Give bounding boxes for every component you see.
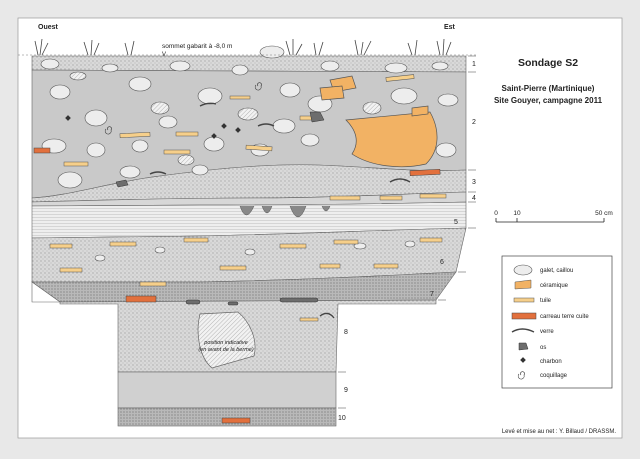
vegetation-tufts: [34, 38, 452, 56]
scale-bar: 0 10 50 cm: [494, 210, 613, 223]
layer-number-7: 7: [430, 291, 434, 298]
legend: galet, caillou céramique tuile carreau t…: [501, 255, 613, 389]
legend-frame: [501, 255, 613, 389]
page-title: Sondage S2: [518, 57, 578, 69]
layer-number-10: 10: [338, 415, 346, 422]
scale-label-end: 50 cm: [595, 210, 613, 217]
layer-number-6: 6: [440, 259, 444, 266]
charbon-fragments: [65, 115, 241, 139]
layer-9: [117, 371, 337, 409]
step-left: [31, 281, 61, 303]
layer-number-1: 1: [472, 61, 476, 68]
west-label: Ouest: [38, 24, 59, 31]
legend-label-os: os: [540, 345, 546, 351]
layer-number-4: 4: [472, 195, 476, 202]
datum-marker: V: [162, 52, 166, 58]
layer-5-drips: [239, 205, 331, 218]
position-note-line-2: (en avant de la berme): [198, 347, 254, 353]
tuile-fragments: [49, 74, 447, 322]
legend-swatch-coquillage: [517, 371, 525, 380]
pebbles: [40, 45, 459, 262]
os-fragments: [115, 111, 325, 306]
legend-swatch-verre: [511, 328, 535, 333]
datum-label: sommet gabarit à -8,0 m: [162, 43, 232, 50]
layer-number-3: 3: [472, 179, 476, 186]
layer-number-8: 8: [344, 329, 348, 336]
layer-10: [117, 407, 337, 427]
legend-swatch-tuile: [513, 297, 535, 303]
layer-boundary-ticks: [338, 55, 476, 409]
layer-number-5: 5: [454, 219, 458, 226]
legend-swatch-os: [518, 342, 529, 351]
subtitle-line-2: Site Gouyer, campagne 2011: [494, 96, 603, 105]
position-note-line-1: position indicative: [203, 340, 247, 346]
legend-swatch-carreau: [511, 312, 537, 320]
hatched-stones: [69, 71, 382, 166]
layer-number-2: 2: [472, 119, 476, 126]
credit-line: Levé et mise au net : Y. Billaud / DRASS…: [502, 429, 617, 435]
scale-label-start: 0: [494, 210, 498, 217]
legend-label-verre: verre: [540, 329, 554, 335]
legend-label-charbon: charbon: [540, 359, 562, 365]
carreau-fragments: [33, 147, 441, 424]
legend-label-carreau: carreau terre cuite: [540, 314, 589, 320]
legend-swatch-ceramique: [514, 279, 532, 290]
boulder-block: [197, 311, 256, 369]
coquillage-fragments: [104, 82, 262, 135]
layer-number-9: 9: [344, 387, 348, 394]
legend-label-tuile: tuile: [540, 298, 552, 304]
layer-numbers: 1 2 3 4 5 6 7 8 9 10: [338, 61, 476, 422]
scale-label-mid: 10: [513, 210, 521, 217]
ceramique-fragments: [319, 75, 438, 168]
legend-swatch-galet: [513, 264, 533, 276]
layer-7: [31, 271, 457, 303]
legend-swatch-charbon: [520, 357, 526, 363]
legend-label-ceramique: céramique: [540, 283, 569, 289]
subtitle-line-1: Saint-Pierre (Martinique): [502, 84, 595, 93]
legend-label-galet: galet, caillou: [540, 268, 573, 274]
east-label: Est: [444, 24, 456, 31]
verre-fragments: [149, 102, 411, 319]
legend-label-coquillage: coquillage: [540, 373, 568, 379]
